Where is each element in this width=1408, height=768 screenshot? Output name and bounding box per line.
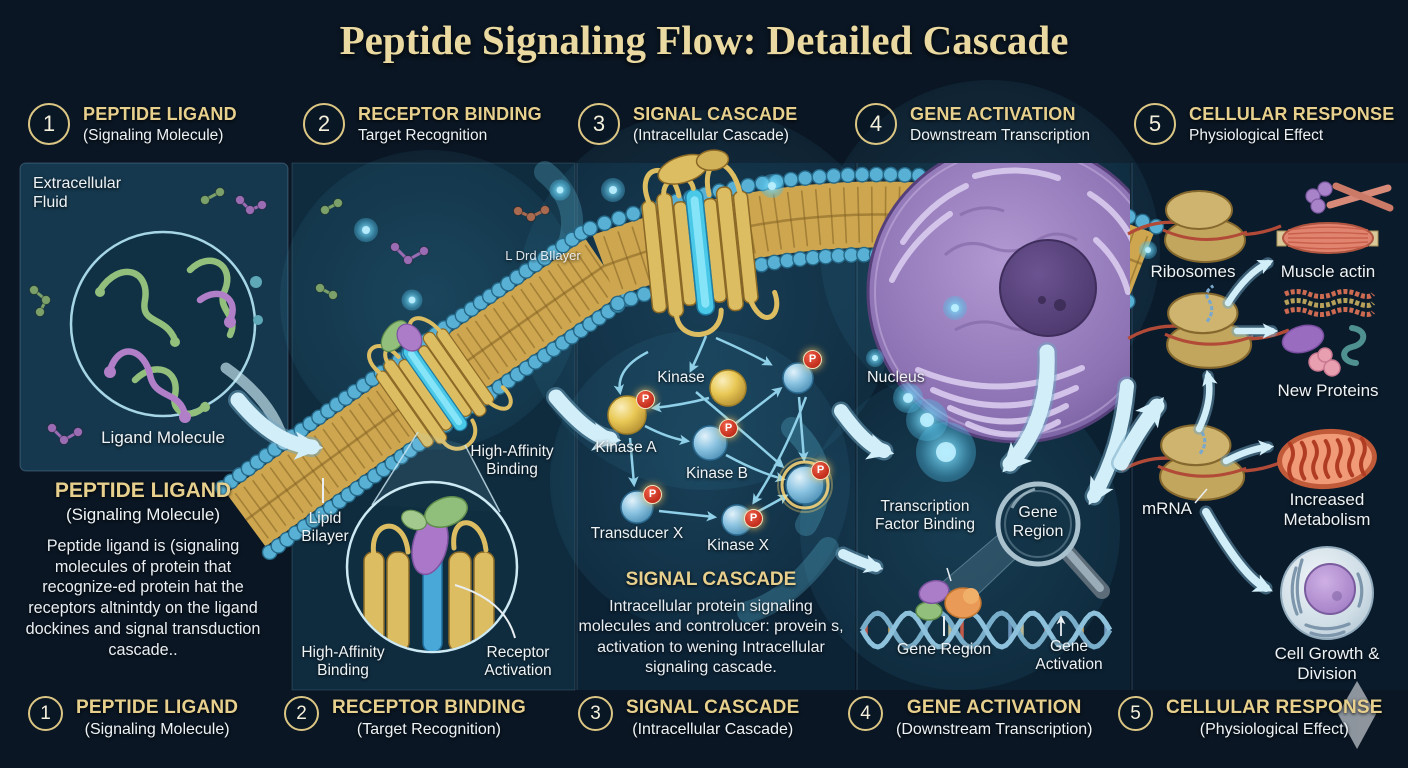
stage-title: RECEPTOR BINDING (332, 697, 526, 718)
stage-footer-1: 1 PEPTIDE LIGAND (Signaling Molecule) (28, 696, 238, 741)
stage-header-4: 4 GENE ACTIVATION Downstream Transcripti… (855, 103, 1090, 146)
cell-growth-division-label: Cell Growth & Division (1274, 644, 1380, 684)
stage-title: PEPTIDE LIGAND (76, 697, 239, 718)
stage-title: GENE ACTIVATION (906, 697, 1082, 718)
stage-subtitle: Downstream Transcription (910, 126, 1091, 144)
mrna-label: mRNA (1141, 499, 1193, 518)
stage-number-circle: 4 (855, 103, 897, 145)
stage-subtitle: (Intracellular Cascade) (633, 126, 789, 144)
stage-header-1: 1 PEPTIDE LIGAND (Signaling Molecule) (28, 103, 237, 146)
stage-title: RECEPTOR BINDING (358, 104, 542, 124)
stage-footer-5: 5 CELLULAR RESPONSE (Physiological Effec… (1118, 696, 1383, 741)
high-affinity-binding-bottom-label: High-Affinity Binding (301, 644, 385, 680)
phosphate-badge: P (803, 350, 822, 369)
stage-number-circle: 2 (284, 696, 319, 731)
phosphate-badge: P (719, 419, 738, 438)
stage-footer-3: 3 SIGNAL CASCADE (Intracellular Cascade) (578, 696, 799, 741)
stage-number-circle: 5 (1134, 103, 1176, 145)
stage-footer-2: 2 RECEPTOR BINDING (Target Recognition) (284, 696, 526, 741)
stage-number-circle: 1 (28, 103, 70, 145)
stage-title: PEPTIDE LIGAND (83, 104, 237, 124)
receptor-activation-label: Receptor Activation (484, 644, 552, 680)
phosphate-badge: P (636, 390, 655, 409)
increased-metabolism-label: Increased Metabolism (1283, 490, 1371, 530)
stage-number-circle: 4 (848, 696, 883, 731)
ligand-molecule-label: Ligand Molecule (101, 428, 225, 447)
stage-title: CELLULAR RESPONSE (1189, 104, 1395, 124)
stage-number-circle: 5 (1118, 696, 1153, 731)
peptide-ligand-subheading: (Signaling Molecule) (65, 505, 221, 524)
stage-header-3: 3 SIGNAL CASCADE (Intracellular Cascade) (578, 103, 797, 146)
ribosomes-label: Ribosomes (1150, 262, 1236, 281)
signal-cascade-body: Intracellular protein signaling molecule… (578, 598, 844, 677)
muscle-actin-label: Muscle actin (1280, 262, 1376, 281)
new-proteins-label: New Proteins (1277, 381, 1379, 400)
transducer-x-label: Transducer X (590, 525, 684, 542)
stage-header-5: 5 CELLULAR RESPONSE Physiological Effect (1134, 103, 1394, 146)
stage-subtitle: (Target Recognition) (356, 720, 501, 738)
phosphate-badge: P (744, 509, 763, 528)
stage-subtitle: (Downstream Transcription) (896, 720, 1093, 738)
transcription-factor-binding-label: Transcription Factor Binding (875, 498, 975, 534)
stage-header-2: 2 RECEPTOR BINDING Target Recognition (303, 103, 542, 146)
stage-number-circle: 3 (578, 103, 620, 145)
lipid-bilayer-label: Lipid Bilayer (301, 510, 349, 546)
stage-title: SIGNAL CASCADE (633, 104, 798, 124)
stage-number-circle: 2 (303, 103, 345, 145)
stage-number-circle: 3 (578, 696, 613, 731)
signal-cascade-text-block: SIGNAL CASCADE Intracellular protein sig… (578, 569, 844, 679)
stage-title: CELLULAR RESPONSE (1166, 697, 1383, 718)
phosphate-badge: P (811, 461, 830, 480)
stage-subtitle: (Physiological Effect) (1199, 720, 1349, 738)
stage-title: GENE ACTIVATION (910, 104, 1076, 124)
page-title: Peptide Signaling Flow: Detailed Cascade (339, 17, 1069, 63)
stage-subtitle: (Signaling Molecule) (84, 720, 230, 738)
kinase-x-label: Kinase X (706, 537, 770, 554)
phosphate-badge: P (643, 485, 662, 504)
peptide-ligand-body: Peptide ligand is (signaling molecules o… (25, 537, 261, 659)
peptide-ligand-heading: PEPTIDE LIGAND (54, 479, 232, 502)
signal-cascade-heading: SIGNAL CASCADE (625, 569, 797, 590)
kinase-a-label: Kinase A (595, 439, 657, 456)
magnifier-gene-region-label: Gene Region (1012, 504, 1064, 540)
nucleus-label: Nucleus (867, 369, 925, 386)
stage-subtitle: (Intracellular Cascade) (632, 720, 794, 738)
membrane-inline-label: L Drd BIlayer (505, 248, 581, 263)
high-affinity-binding-top-label: High-Affinity Binding (470, 443, 554, 479)
stage-footer-4: 4 GENE ACTIVATION (Downstream Transcript… (848, 696, 1093, 741)
stage-number-circle: 1 (28, 696, 63, 731)
kinase-label: Kinase (657, 369, 705, 386)
extracellular-fluid-label: Extracellular Fluid (33, 175, 122, 211)
stage-subtitle: Physiological Effect (1189, 126, 1324, 144)
peptide-ligand-text-block: PEPTIDE LIGAND (Signaling Molecule) Pept… (15, 479, 271, 660)
gene-activation-label: Gene Activation (1035, 638, 1103, 674)
kinase-b-label: Kinase B (685, 465, 749, 482)
gene-region-label: Gene Region (896, 641, 992, 658)
stage-title: SIGNAL CASCADE (626, 697, 800, 718)
stage-subtitle: (Signaling Molecule) (83, 126, 224, 144)
stage-subtitle: Target Recognition (358, 126, 488, 144)
